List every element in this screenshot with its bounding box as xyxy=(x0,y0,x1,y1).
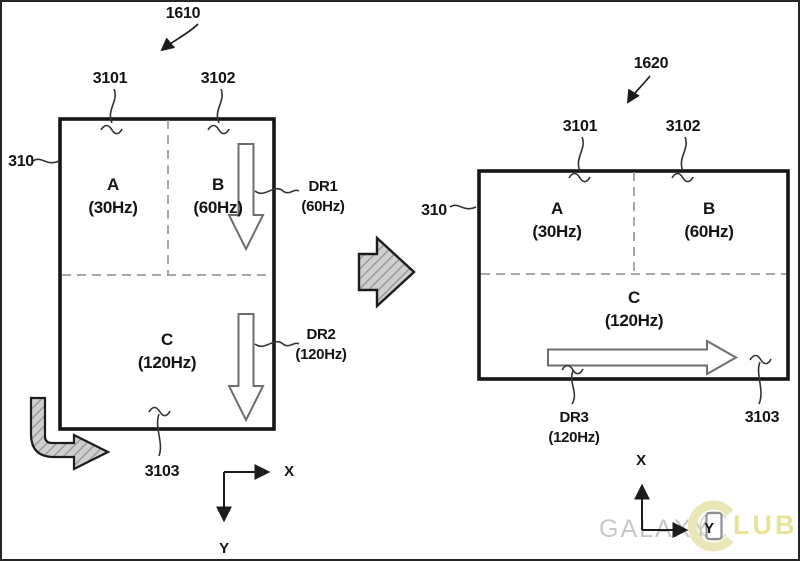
right-axis-y-label: Y xyxy=(694,519,724,539)
leader-dr3 xyxy=(562,366,583,405)
leader-3102-right xyxy=(672,137,693,182)
region-a-right: A (30Hz) xyxy=(507,197,607,243)
region-b-left: B (60Hz) xyxy=(168,173,268,219)
dr2-down-arrow xyxy=(229,314,263,420)
region-c-right-name: C xyxy=(584,286,684,309)
dr1-name: DR1 xyxy=(295,177,351,197)
region-c-left: C (120Hz) xyxy=(117,328,217,374)
dr2-label: DR2 (120Hz) xyxy=(292,325,350,365)
region-b-left-name: B xyxy=(168,173,268,196)
leader-3101-left xyxy=(101,89,122,134)
ref-3101-right: 3101 xyxy=(550,117,610,137)
callout-1620: 1620 xyxy=(621,54,681,74)
region-b-right: B (60Hz) xyxy=(659,197,759,243)
region-b-left-rate: (60Hz) xyxy=(168,196,268,219)
dr3-name: DR3 xyxy=(546,408,602,428)
dr3-right-arrow xyxy=(548,341,736,374)
callout-1610: 1610 xyxy=(153,4,213,24)
left-figure xyxy=(31,24,299,520)
region-a-left-name: A xyxy=(63,173,163,196)
ref-310-left: 310 xyxy=(3,152,39,172)
callout-1610-pointer xyxy=(162,24,198,50)
rotation-arrow xyxy=(31,398,108,469)
ref-310-right: 310 xyxy=(404,201,464,221)
ref-3103-right: 3103 xyxy=(732,408,792,428)
dr3-label: DR3 (120Hz) xyxy=(546,408,602,448)
ref-3103-left: 3103 xyxy=(132,462,192,482)
right-axis-x-label: X xyxy=(626,451,656,471)
dr2-rate: (120Hz) xyxy=(292,345,350,365)
dr3-rate: (120Hz) xyxy=(546,428,602,448)
leader-3103-left xyxy=(149,408,170,457)
region-c-left-rate: (120Hz) xyxy=(117,351,217,374)
ref-3101-left: 3101 xyxy=(80,69,140,89)
dr1-label: DR1 (60Hz) xyxy=(295,177,351,217)
dr1-rate: (60Hz) xyxy=(295,197,351,217)
left-axis-y-label: Y xyxy=(209,539,239,559)
transition-arrow xyxy=(359,238,414,306)
region-a-left-rate: (30Hz) xyxy=(63,196,163,219)
region-c-right-rate: (120Hz) xyxy=(584,309,684,332)
region-a-right-name: A xyxy=(507,197,607,220)
left-axis-x-label: X xyxy=(274,462,304,482)
dr2-name: DR2 xyxy=(292,325,350,345)
region-b-right-rate: (60Hz) xyxy=(659,220,759,243)
leader-3102-left xyxy=(208,89,229,134)
ref-3102-left: 3102 xyxy=(188,69,248,89)
region-c-left-name: C xyxy=(117,328,217,351)
region-a-left: A (30Hz) xyxy=(63,173,163,219)
leader-3101-right xyxy=(569,137,590,182)
callout-1620-pointer xyxy=(628,76,650,102)
region-c-right: C (120Hz) xyxy=(584,286,684,332)
region-b-right-name: B xyxy=(659,197,759,220)
region-a-right-rate: (30Hz) xyxy=(507,220,607,243)
ref-3102-right: 3102 xyxy=(653,117,713,137)
